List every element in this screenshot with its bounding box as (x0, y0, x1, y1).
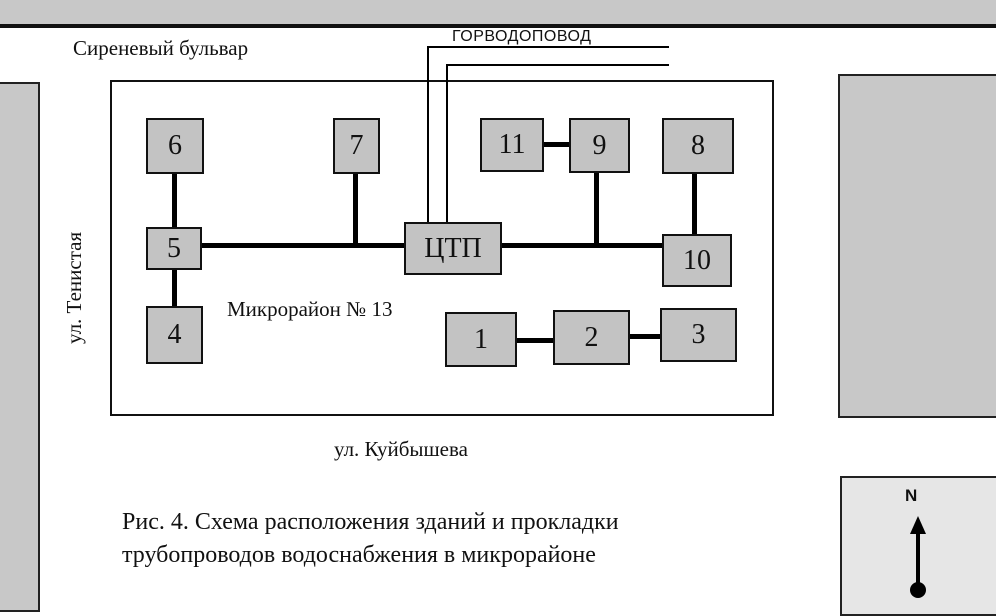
pipe-7-main (353, 172, 358, 246)
building-9: 9 (569, 118, 630, 173)
pipe-5-ctp (200, 243, 406, 248)
ctp-building: ЦТП (404, 222, 502, 275)
water-main-label: ГОРВОДОПОВОД (452, 28, 592, 45)
pipe-11-9 (543, 142, 571, 147)
building-1: 1 (445, 312, 517, 367)
pipe-5-4 (172, 268, 177, 308)
water-main-line-inner-v (446, 64, 448, 222)
building-7: 7 (333, 118, 380, 174)
pipe-8-10 (692, 172, 697, 236)
caption-line-2: трубопроводов водоснабжения в микрорайон… (122, 542, 596, 568)
pipe-1-2 (515, 338, 555, 343)
left-block (0, 82, 40, 612)
street-south-label: ул. Куйбышева (334, 437, 468, 461)
right-block (838, 74, 996, 418)
north-arrow-icon (910, 516, 926, 598)
building-10: 10 (662, 234, 732, 287)
top-block (0, 0, 996, 28)
building-2: 2 (553, 310, 630, 365)
pipe-6-5 (172, 173, 177, 229)
building-5: 5 (146, 227, 202, 270)
pipe-ctp-10 (500, 243, 664, 248)
caption-line-1: Рис. 4. Схема расположения зданий и прок… (122, 509, 619, 535)
street-north-label: Сиреневый бульвар (73, 36, 249, 60)
microdistrict-boundary (110, 80, 774, 416)
building-3: 3 (660, 308, 737, 362)
compass-north-label: N (905, 486, 918, 505)
building-8: 8 (662, 118, 734, 174)
street-west-label: ул. Тенистая (62, 231, 86, 344)
pipe-9-main (594, 172, 599, 246)
water-main-line-inner-h (446, 64, 669, 66)
building-6: 6 (146, 118, 204, 174)
water-main-line-outer-v (427, 46, 429, 222)
pipe-2-3 (628, 334, 662, 339)
building-11: 11 (480, 118, 544, 172)
building-4: 4 (146, 306, 203, 364)
water-main-line-outer-h (427, 46, 669, 48)
district-label: Микрорайон № 13 (227, 297, 393, 321)
